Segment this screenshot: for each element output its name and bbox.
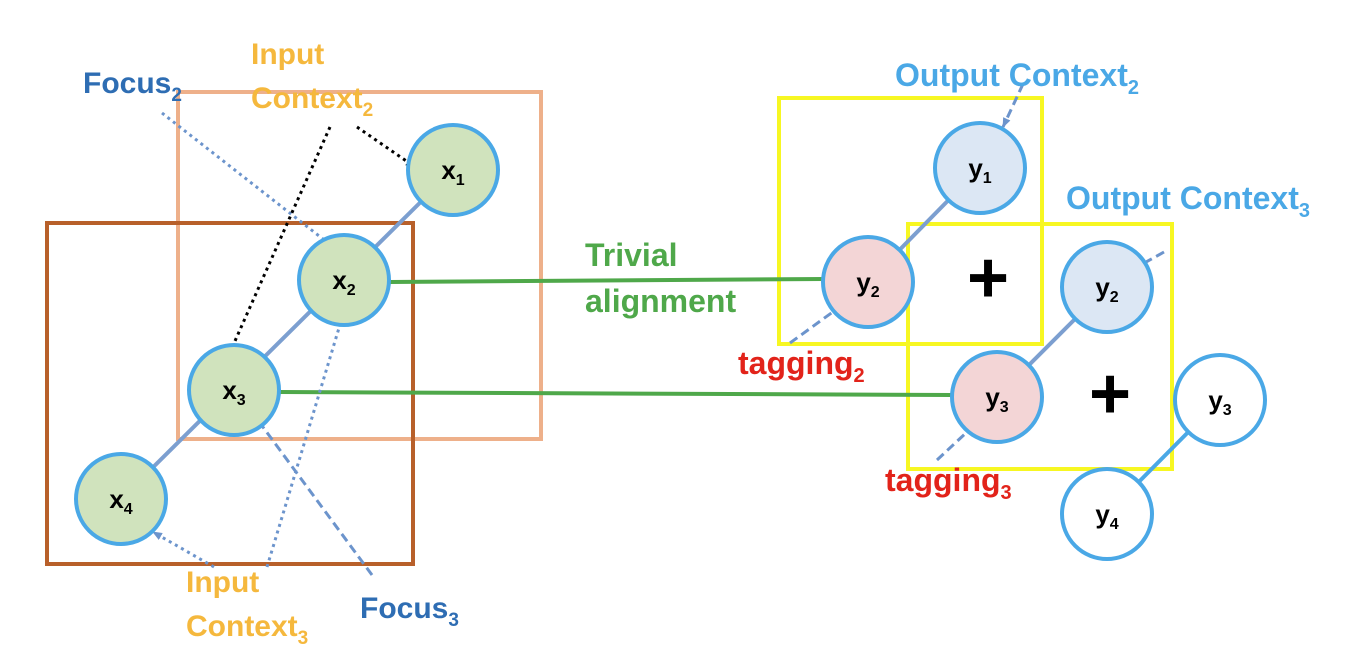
output-context2-text: Output Context — [895, 57, 1128, 93]
tagging3-label: tagging3 — [885, 462, 1012, 504]
input-context3-label-line2: Context3 — [186, 610, 308, 649]
input-context3-subscript: 3 — [298, 628, 309, 649]
output-context3-subscript: 3 — [1299, 200, 1310, 222]
focus2-arrow — [161, 111, 338, 252]
node-x4-subscript: 4 — [124, 501, 133, 518]
node-y1: y1 — [933, 121, 1027, 215]
tagging3-subscript: 3 — [1001, 482, 1012, 504]
node-y4-label: y — [1095, 499, 1110, 529]
node-y2-context-subscript: 2 — [1110, 289, 1119, 306]
svg-text:x3: x3 — [222, 375, 245, 409]
trivial-alignment-line1: Trivial — [585, 237, 678, 273]
tagging2-label: tagging2 — [738, 345, 865, 387]
output-context2-label: Output Context2 — [895, 57, 1139, 99]
node-y2-context-label: y — [1095, 272, 1110, 302]
node-y4-subscript: 4 — [1110, 516, 1119, 533]
focus3-text: Focus — [360, 592, 448, 625]
node-y3-next: y3 — [1173, 353, 1267, 447]
node-x2-subscript: 2 — [347, 282, 356, 299]
svg-text:y4: y4 — [1095, 499, 1118, 533]
output-context3-box — [906, 222, 1174, 471]
node-x2: x2 — [297, 233, 391, 327]
svg-text:y3: y3 — [1208, 385, 1231, 419]
output-context3-label: Output Context3 — [1066, 180, 1310, 222]
node-x3-subscript: 3 — [237, 392, 246, 409]
node-y3-tagged-subscript: 3 — [1000, 399, 1009, 416]
node-x2-label: x — [332, 265, 347, 295]
alignment-line-x2-y2 — [389, 277, 825, 284]
svg-text:x4: x4 — [109, 484, 132, 518]
svg-text:x2: x2 — [332, 265, 355, 299]
node-y3-next-label: y — [1208, 385, 1223, 415]
node-x4-label: x — [109, 484, 124, 514]
input-context2-arrow-x1 — [356, 125, 416, 169]
node-x1-label: x — [441, 155, 456, 185]
input-context3-text: Context — [186, 610, 298, 643]
plus-sign-lower: + — [1089, 354, 1131, 434]
output-context2-subscript: 2 — [1128, 77, 1139, 99]
node-x3-label: x — [222, 375, 237, 405]
input-context2-subscript: 2 — [363, 100, 374, 121]
output-context2-box — [777, 96, 1044, 346]
node-x4: x4 — [74, 452, 168, 546]
node-y3-tagged: y3 — [950, 350, 1044, 444]
tagging2-arrow — [789, 304, 842, 345]
input-context2-text: Context — [251, 82, 363, 115]
input-context3-label-line1: Input — [186, 566, 259, 599]
tagging3-arrow — [935, 416, 984, 462]
input-context2-label-line1: Input — [251, 38, 324, 71]
node-y2-tagged-subscript: 2 — [871, 284, 880, 301]
input-context3-arrow-x4 — [152, 530, 215, 569]
tagging2-subscript: 2 — [854, 365, 865, 387]
node-x1-subscript: 1 — [456, 172, 465, 189]
output-context2-arrow — [1001, 83, 1025, 128]
input-context3-arrow-x2 — [265, 307, 347, 568]
focus2-text: Focus — [83, 67, 171, 100]
focus2-subscript: 2 — [171, 85, 182, 106]
node-y1-subscript: 1 — [983, 170, 992, 187]
svg-text:x1: x1 — [441, 155, 464, 189]
trivial-alignment-line2: alignment — [585, 283, 736, 319]
node-y1-label: y — [968, 153, 983, 183]
node-y2-tagged-label: y — [856, 267, 871, 297]
focus2-label: Focus2 — [83, 67, 182, 106]
node-y3-next-subscript: 3 — [1223, 402, 1232, 419]
node-y3-tagged-label: y — [985, 382, 1000, 412]
svg-text:y2: y2 — [856, 267, 879, 301]
tagging2-text: tagging — [738, 345, 854, 381]
alignment-line-x3-y3 — [279, 390, 953, 397]
node-x3: x3 — [187, 343, 281, 437]
plus-sign-upper: + — [967, 238, 1009, 318]
svg-text:y2: y2 — [1095, 272, 1118, 306]
focus3-arrow — [255, 418, 374, 576]
input-context2-box — [176, 90, 543, 441]
focus3-subscript: 3 — [448, 610, 459, 631]
tagging3-text: tagging — [885, 462, 1001, 498]
svg-text:y1: y1 — [968, 153, 991, 187]
output-context3-text: Output Context — [1066, 180, 1299, 216]
svg-text:y3: y3 — [985, 382, 1008, 416]
node-y2-tagged: y2 — [821, 235, 915, 329]
node-y4: y4 — [1060, 467, 1154, 561]
node-x1: x1 — [406, 123, 500, 217]
input-chain-line — [119, 168, 455, 501]
input-context2-label-line2: Context2 — [251, 82, 373, 121]
focus3-label: Focus3 — [360, 592, 459, 631]
node-y2-context: y2 — [1060, 240, 1154, 334]
